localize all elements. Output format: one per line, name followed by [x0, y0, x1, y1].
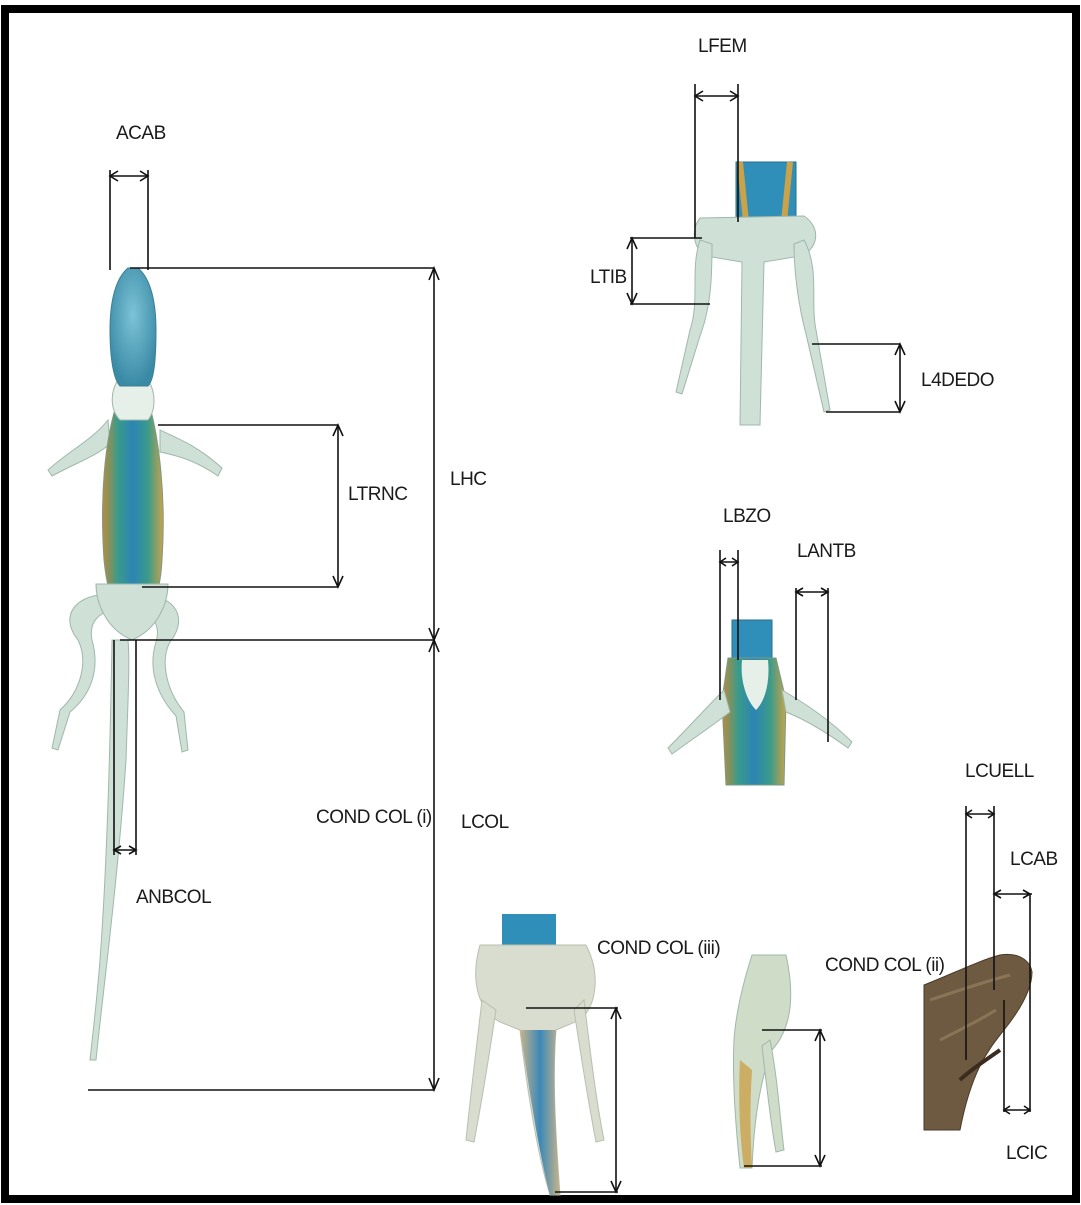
label-lfem: LFEM [698, 36, 747, 57]
hindlimb-illustration [676, 162, 830, 425]
label-cond-col-ii: COND COL (ii) [825, 955, 945, 976]
label-cond-col-i: COND COL (i) [316, 807, 432, 828]
label-lhc: LHC [450, 469, 487, 490]
tail-base-ii-illustration [733, 955, 790, 1168]
main-lizard-illustration [48, 268, 222, 1060]
lateral-head-illustration [924, 954, 1032, 1130]
label-ltib: LTIB [590, 267, 627, 288]
label-lcic: LCIC [1006, 1143, 1047, 1164]
label-lcol: LCOL [461, 812, 509, 833]
label-cond-col-iii: COND COL (iii) [597, 938, 720, 959]
label-lbzo: LBZO [723, 506, 771, 527]
label-ltrnc: LTRNC [348, 484, 407, 505]
label-lcab: LCAB [1010, 849, 1058, 870]
label-l4dedo: L4DEDO [921, 370, 994, 391]
label-acab: ACAB [116, 123, 166, 144]
label-lcuell: LCUELL [965, 761, 1034, 782]
forelimb-illustration [668, 620, 852, 785]
label-lantb: LANTB [797, 541, 856, 562]
tail-base-iii-illustration [466, 914, 604, 1195]
label-anbcol: ANBCOL [136, 887, 211, 908]
